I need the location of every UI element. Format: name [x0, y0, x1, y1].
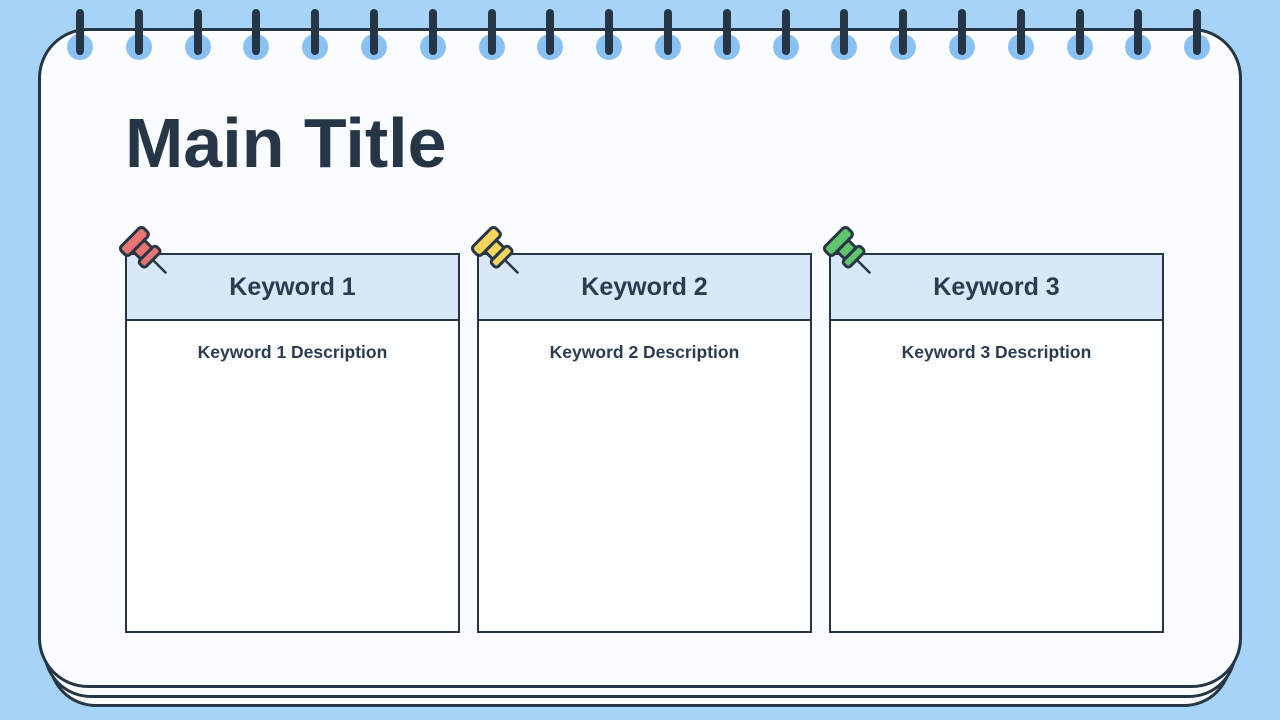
card-body: Keyword 3 Description	[831, 321, 1162, 363]
binding-wire	[1134, 9, 1143, 55]
binding-wire	[370, 9, 378, 55]
page-title: Main Title	[125, 104, 447, 182]
card-description: Keyword 1 Description	[197, 342, 388, 362]
binding-wire	[134, 9, 143, 55]
card-header: Keyword 1	[127, 255, 458, 321]
binding-wire	[487, 9, 496, 55]
binding-wire	[899, 9, 908, 55]
binding-wire	[252, 9, 261, 55]
card-description: Keyword 2 Description	[549, 342, 740, 362]
card-body: Keyword 1 Description	[127, 321, 458, 363]
binding-wire	[311, 9, 320, 55]
binding-wire	[958, 9, 966, 55]
card-body: Keyword 2 Description	[479, 321, 810, 363]
card-header: Keyword 2	[479, 255, 810, 321]
card-header: Keyword 3	[831, 255, 1162, 321]
keyword-card-1: Keyword 1 Keyword 1 Description	[119, 226, 460, 633]
binding-wire	[546, 9, 555, 55]
binding-wire	[76, 9, 84, 55]
binding-wire	[1075, 9, 1084, 55]
binding-wire	[605, 9, 614, 55]
binding-wire	[1016, 9, 1025, 55]
binding-wire	[840, 9, 849, 55]
card-title: Keyword 1	[229, 272, 356, 301]
spiral-binding	[0, 0, 1280, 80]
keyword-card-2: Keyword 2 Keyword 2 Description	[471, 226, 812, 633]
binding-wire	[428, 9, 437, 55]
binding-wire	[193, 9, 202, 55]
keyword-card-3: Keyword 3 Keyword 3 Description	[823, 226, 1164, 633]
binding-wire	[664, 9, 672, 55]
card-title: Keyword 3	[933, 272, 1060, 301]
card-title: Keyword 2	[581, 272, 708, 301]
binding-wire	[722, 9, 731, 55]
card-description: Keyword 3 Description	[901, 342, 1092, 362]
binding-wire	[1193, 9, 1202, 55]
binding-wire	[781, 9, 790, 55]
